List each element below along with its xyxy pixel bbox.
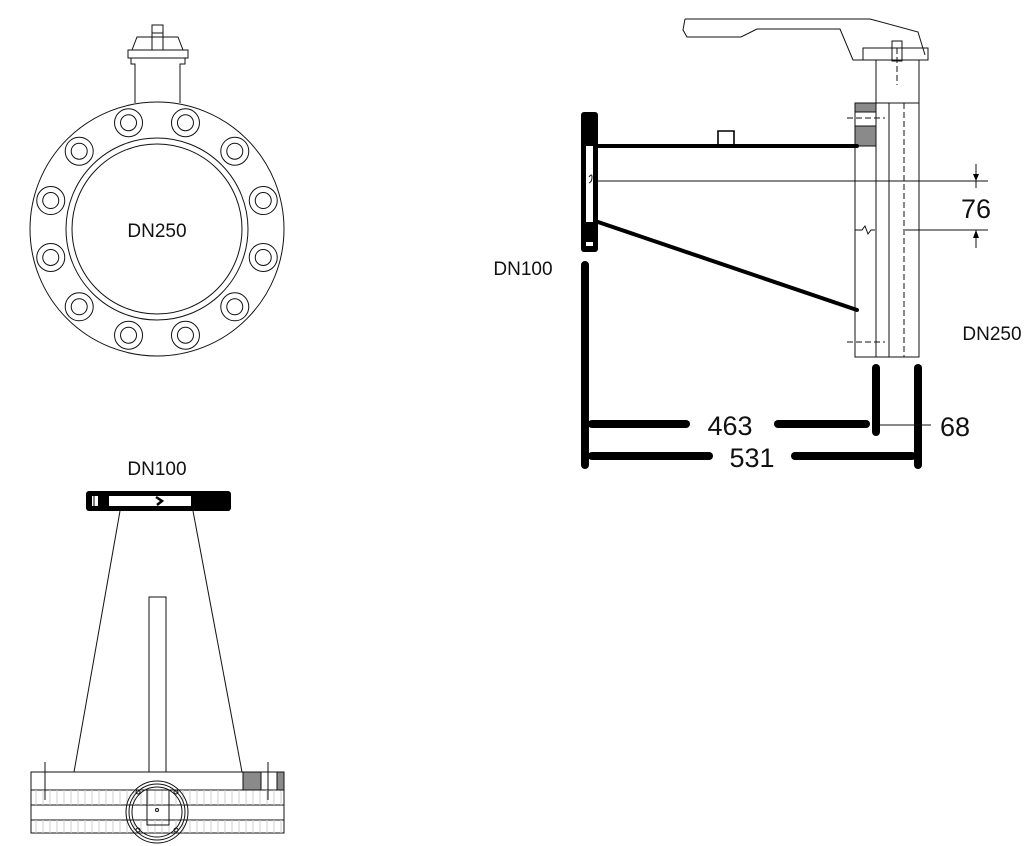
lug-pad [114,320,144,350]
lug-pad [64,292,94,322]
bolt-hole [176,326,194,344]
bore-circle [71,143,243,315]
lug-pad [248,242,278,272]
offset-dimension: 76 [905,164,991,248]
actuator-cap [127,24,189,103]
top-body [30,762,285,844]
bolt-hole [254,192,272,210]
bolt-hole [226,142,244,160]
dimension-68: 68 [940,412,970,442]
top-view: DN100 [30,459,285,844]
side-outlet-label: DN250 [962,324,1021,345]
flange-outer-circle [29,101,285,357]
length-dimensions: 463 531 68 [581,261,970,473]
bolt-hole [42,248,60,266]
side-inlet-label: DN100 [493,259,552,280]
bolt-hole [120,326,138,344]
side-view: 76 463 531 68 DN100 DN250 [493,18,1022,473]
lug-ring [65,137,249,321]
lug-pad [220,136,250,166]
lug-pad [114,108,144,138]
dimension-463: 463 [707,411,752,441]
lug-pad [64,136,94,166]
lug-pad [36,186,66,216]
hatched-section [276,771,285,791]
lug-pad [170,320,200,350]
top-inlet-flange [86,491,231,511]
lug-pad [36,242,66,272]
outlet-flange [847,102,920,358]
bolt-hole [176,114,194,132]
bolt-hole [226,298,244,316]
lug-pad [170,108,200,138]
lug-pad [220,292,250,322]
lever-handle [682,18,929,104]
inlet-flange [581,112,598,252]
top-inlet-label: DN100 [127,459,186,480]
front-bore-label: DN250 [127,221,186,242]
lever-stem [148,596,167,773]
reducer-body [596,130,988,312]
dimension-531: 531 [729,443,774,473]
bolt-hole [42,192,60,210]
dimension-76: 76 [961,194,991,224]
bolt-hole [70,298,88,316]
bolt-hole [70,142,88,160]
front-view: DN250 [29,24,285,357]
lug-pad [248,186,278,216]
bolt-hole [254,248,272,266]
bolt-holes [36,108,278,350]
hatched-section [854,125,877,147]
hatched-section [854,102,877,113]
bolt-hole [120,114,138,132]
hatched-section [242,771,262,791]
